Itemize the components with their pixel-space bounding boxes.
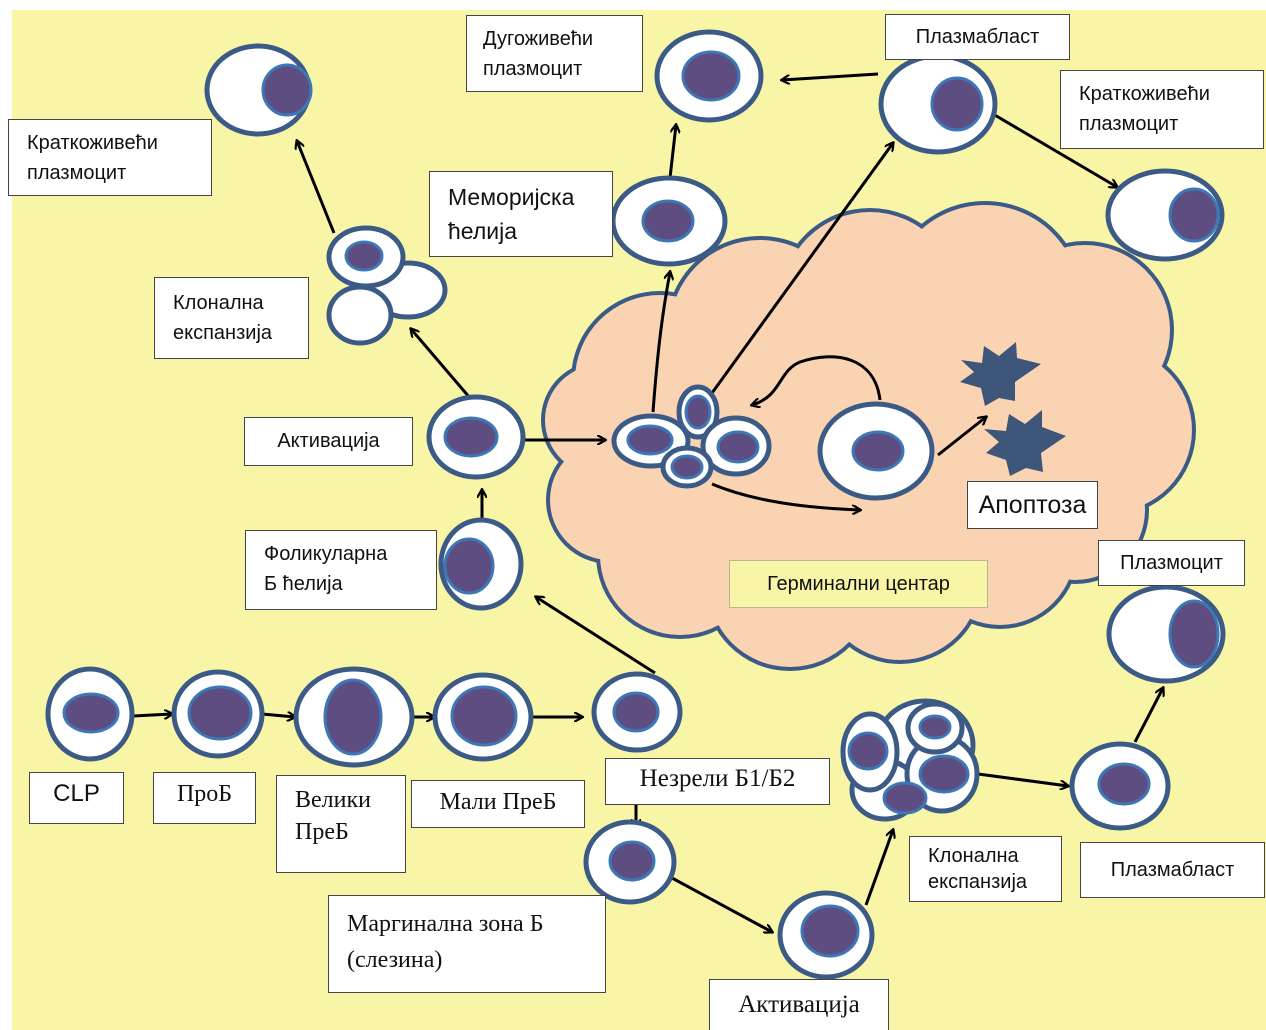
arrow-plazmablast-to-dugoziveci [782,72,879,80]
cell-velikipreb [293,666,415,768]
cell-centrocyte [817,401,935,501]
cell-plazmablast-top [878,53,998,155]
label-folikularna: Фоликуларна Б ћелија [245,530,437,610]
cell-plazmablast-bottom [1069,741,1171,831]
cell-dugoziveci [654,29,764,123]
arrow-plazmablast-to-kratkoziveci [992,112,1117,187]
arrow-gc-to-plazmablast [710,143,893,394]
apoptotic-cell-2 [984,410,1066,476]
arrow-aktivacija-to-klonalna-bottom [864,830,893,906]
arrow-marginalna-to-aktivacija [671,876,772,932]
label-kratkoziveci-right-line2: плазмоцит [1079,113,1179,135]
cell-malipreb [432,672,534,762]
label-aktivacija-top: Активација [244,417,413,466]
label-klonalna-top-line1: Клонална [173,292,264,314]
arrow-clp-to-prob [132,714,172,716]
arrows [132,72,1163,932]
label-folikularna-line2: Б ћелија [264,573,343,595]
label-klonalna-bottom-line2: експанзија [928,871,1028,893]
label-memorijska-line2: ћелија [448,218,517,244]
label-velikipreb-line2: ПреБ [295,819,349,845]
label-nezreli: Незрели Б1/Б2 [605,758,830,805]
arrow-gc-to-memorijska [651,272,670,413]
label-dugoziveci-line1: Дугоживећи [483,28,594,50]
germinal-center-cloud [541,201,1196,671]
label-plazmablast-bottom: Плазмабласт [1080,842,1265,898]
label-clp: CLP [29,772,124,824]
cell-prob [171,669,265,759]
label-kratkoziveci-left-line2: плазмоцит [27,162,127,184]
label-velikipreb: Велики ПреБ [276,775,406,873]
label-velikipreb-line1: Велики [295,787,371,813]
label-aktivacija-bottom: Активација [709,979,889,1030]
arrow-klonalna-to-plazmablast [977,772,1068,786]
label-prob: ПроБ [153,772,256,824]
cell-memorijska [610,175,728,267]
label-dugoziveci-line2: плазмоцит [483,58,583,80]
arrow-centrocyte-loop [752,355,882,405]
cell-plazmocit [1106,584,1226,684]
cell-klonalna-top [326,225,448,346]
label-kratkoziveci-right-line1: Краткоживећи [1079,83,1210,105]
arrow-memorijska-to-dugoziveci [668,125,676,179]
label-klonalna-top: Клонална експанзија [154,277,309,359]
label-folikularna-line1: Фоликуларна [264,543,388,565]
label-marginalna: Маргинална зона Б (слезина) [328,895,606,993]
label-germinalni-centar: Герминални центар [729,560,988,608]
cell-aktivacija-top [426,394,526,480]
label-klonalna-top-line2: експанзија [173,322,273,344]
label-memorijska: Меморијска ћелија [429,171,613,257]
label-marginalna-line2: (слезина) [347,947,443,973]
label-plazmablast-top: Плазмабласт [885,14,1070,60]
label-plazmocit: Плазмоцит [1098,540,1245,586]
apoptotic-cells [960,342,1066,476]
arrow-gc-to-centrocyte [711,482,860,510]
cell-cluster-germinal [611,384,772,489]
arrow-prob-to-velikipreb [261,714,295,717]
arrow-centrocyte-to-apoptosis [937,417,986,457]
label-klonalna-bottom-line1: Клонална [928,845,1019,867]
cell-marginalna [583,819,677,905]
cell-kratkoziveci-left [204,43,313,137]
label-apoptoza: Апоптоза [967,481,1098,529]
cell-aktivacija-bottom [777,890,875,980]
label-dugoziveci: Дугоживећи плазмоцит [466,15,643,92]
cell-clp [45,666,135,762]
arrow-klonalna-to-kratkoziveci [297,141,336,234]
label-memorijska-line1: Меморијска [448,184,575,210]
arrow-nezreli-to-folikularna [536,597,656,675]
label-kratkoziveci-right: Краткоживећи плазмоцит [1060,70,1264,149]
apoptotic-cell-1 [960,342,1041,406]
label-kratkoziveci-left-line1: Краткоживећи [27,132,158,154]
label-marginalna-line1: Маргинална зона Б [347,911,544,937]
cell-klonalna-bottom [840,698,980,822]
arrow-aktivacija-to-klonalna [411,329,472,399]
label-kratkoziveci-left: Краткоживећи плазмоцит [8,119,212,196]
label-klonalna-bottom: Клонална експанзија [909,836,1062,902]
cell-kratkoziveci-right [1105,168,1225,262]
arrow-plazmablast-to-plazmocit [1133,688,1163,743]
label-malipreb: Мали ПреБ [411,780,585,828]
cell-nezreli [591,671,683,753]
cell-folikularna [438,517,524,611]
